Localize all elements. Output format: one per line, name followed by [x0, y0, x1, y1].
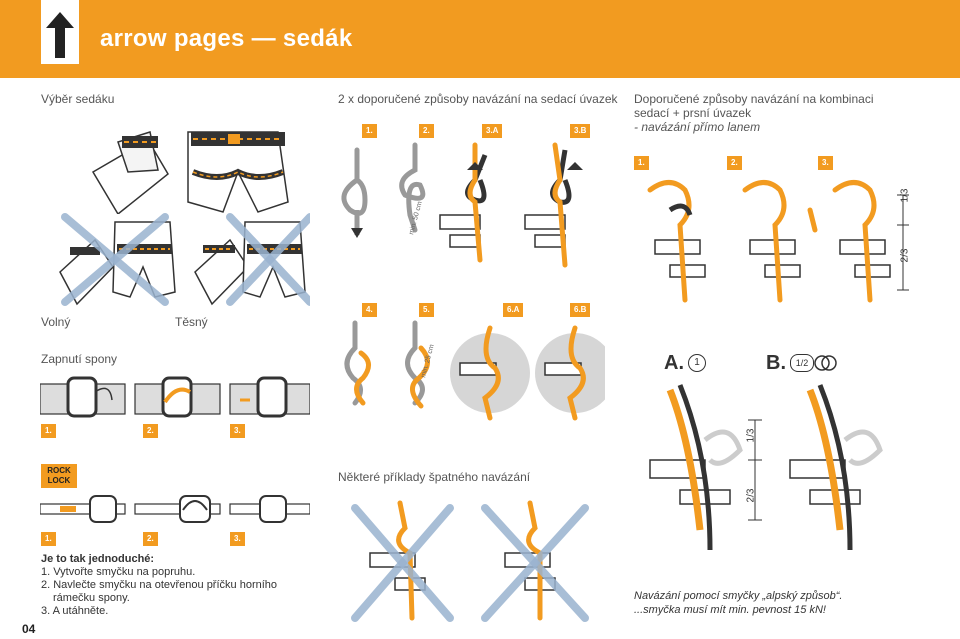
- figure-eight-steps-top: min. 50 cm: [341, 142, 583, 268]
- tie-step-3a: 3.A: [482, 124, 503, 138]
- tie-step-6a: 6.A: [503, 303, 524, 317]
- method-b-count: 1/2: [790, 354, 814, 372]
- buckle-step-2: 2.: [143, 424, 158, 438]
- rocklock-steps-figure: [40, 495, 310, 523]
- fit-loose-label: Volný: [41, 315, 71, 329]
- tie-step-1: 1.: [362, 124, 377, 138]
- easy-step-1: 1. Vytvořte smyčku na popruhu.: [41, 566, 196, 578]
- combo-step-3: 3.: [818, 156, 833, 170]
- buckle-steps-figure: [40, 376, 310, 418]
- tie-in-title: 2 x doporučené způsoby navázání na sedac…: [338, 92, 618, 106]
- rock-lock-logo: ROCK LOCK: [41, 464, 77, 488]
- alpine-note-2: ...smyčka musí mít min. pevnost 15 kN!: [634, 604, 826, 616]
- wrong-tie-figures: [351, 500, 589, 622]
- buckle-step-1: 1.: [41, 424, 56, 438]
- easy-step-3: 3. A utáhněte.: [41, 605, 109, 617]
- combo-step-2: 2.: [727, 156, 742, 170]
- ratio-bottom-label: 2/3: [899, 248, 911, 263]
- method-a-label: A.: [664, 352, 684, 374]
- tie-step-5: 5.: [419, 303, 434, 317]
- easy-step-2: 2. Navlečte smyčku na otevřenou příčku h…: [41, 579, 278, 591]
- buckle-section-title: Zapnutí spony: [41, 352, 118, 366]
- wrong-tie-title: Některé příklady špatného navázání: [338, 470, 531, 484]
- page-title: arrow pages — sedák: [100, 25, 353, 52]
- combo-harness-steps: [647, 180, 909, 303]
- harness-choice-title: Výběr sedáku: [41, 92, 115, 106]
- ratio-bottom-label-2: 2/3: [745, 488, 757, 503]
- tie-step-3b: 3.B: [570, 124, 591, 138]
- arrow-logo: [41, 0, 79, 64]
- combo-title-3: - navázání přímo lanem: [634, 120, 761, 134]
- tie-step-2: 2.: [419, 124, 434, 138]
- alpine-sling-figure: [649, 384, 883, 551]
- double-loop-icon: [814, 355, 837, 371]
- rocklock-step-1: 1.: [41, 532, 56, 546]
- page-number: 04: [22, 622, 36, 636]
- method-b-label: B.: [766, 352, 786, 374]
- fit-comparison-figure: [59, 213, 310, 306]
- tie-step-6b: 6.B: [570, 303, 591, 317]
- easy-step-2-cont: rámečku spony.: [53, 592, 130, 604]
- tie-step-4: 4.: [362, 303, 377, 317]
- ratio-top-label-2: 1/3: [745, 428, 757, 443]
- rocklock-step-2: 2.: [143, 532, 158, 546]
- figure-eight-steps-bottom: min. 25 cm: [344, 320, 605, 421]
- alpine-note-1: Navázání pomocí smyčky „alpský způsob“.: [634, 590, 843, 602]
- fit-tight-label: Těsný: [175, 315, 208, 329]
- ratio-top-label: 1/3: [899, 188, 911, 203]
- harness-overview-figure: [91, 131, 289, 214]
- page-header: [0, 0, 960, 78]
- buckle-step-3: 3.: [230, 424, 245, 438]
- up-arrow-icon: [46, 12, 74, 58]
- combo-title-2: sedací + prsní úvazek: [634, 106, 752, 120]
- easy-title: Je to tak jednoduché:: [41, 553, 155, 565]
- method-a-count: 1: [688, 354, 706, 372]
- rocklock-step-3: 3.: [230, 532, 245, 546]
- combo-step-1: 1.: [634, 156, 649, 170]
- combo-title-1: Doporučené způsoby navázání na kombinaci: [634, 92, 874, 106]
